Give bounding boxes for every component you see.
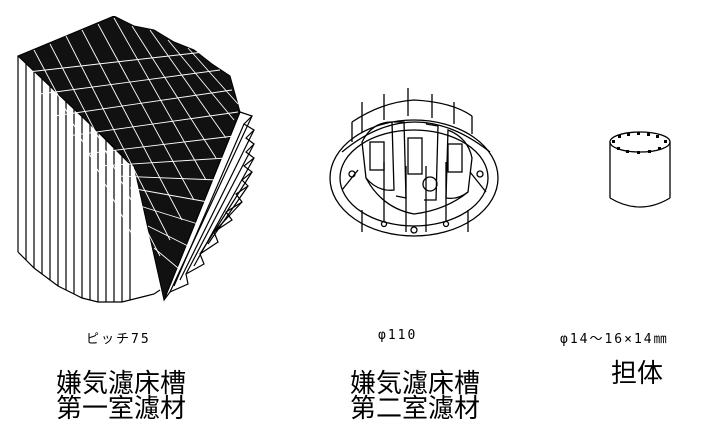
spec-label-diameter: φ110 [378, 328, 418, 343]
caption-line-1: 嫌気濾床槽 [350, 369, 481, 399]
spherical-media-illustration [329, 88, 499, 237]
caption-line-1: 担体 [611, 359, 664, 389]
spec-label-carrier-size: φ14〜16×14㎜ [560, 332, 669, 347]
spec-label-pitch: ピッチ75 [86, 332, 151, 347]
caption-carrier: 担体 [611, 359, 664, 389]
caption-second-chamber-media: 嫌気濾床槽 第二室濾材 [350, 369, 481, 424]
caption-line-2: 第二室濾材 [350, 394, 481, 424]
corrugated-block-media-illustration [17, 16, 255, 303]
caption-first-chamber-media: 嫌気濾床槽 第一室濾材 [56, 369, 187, 424]
cylindrical-carrier-illustration [609, 131, 671, 208]
caption-line-2: 第一室濾材 [56, 394, 187, 424]
caption-line-1: 嫌気濾床槽 [56, 369, 187, 399]
